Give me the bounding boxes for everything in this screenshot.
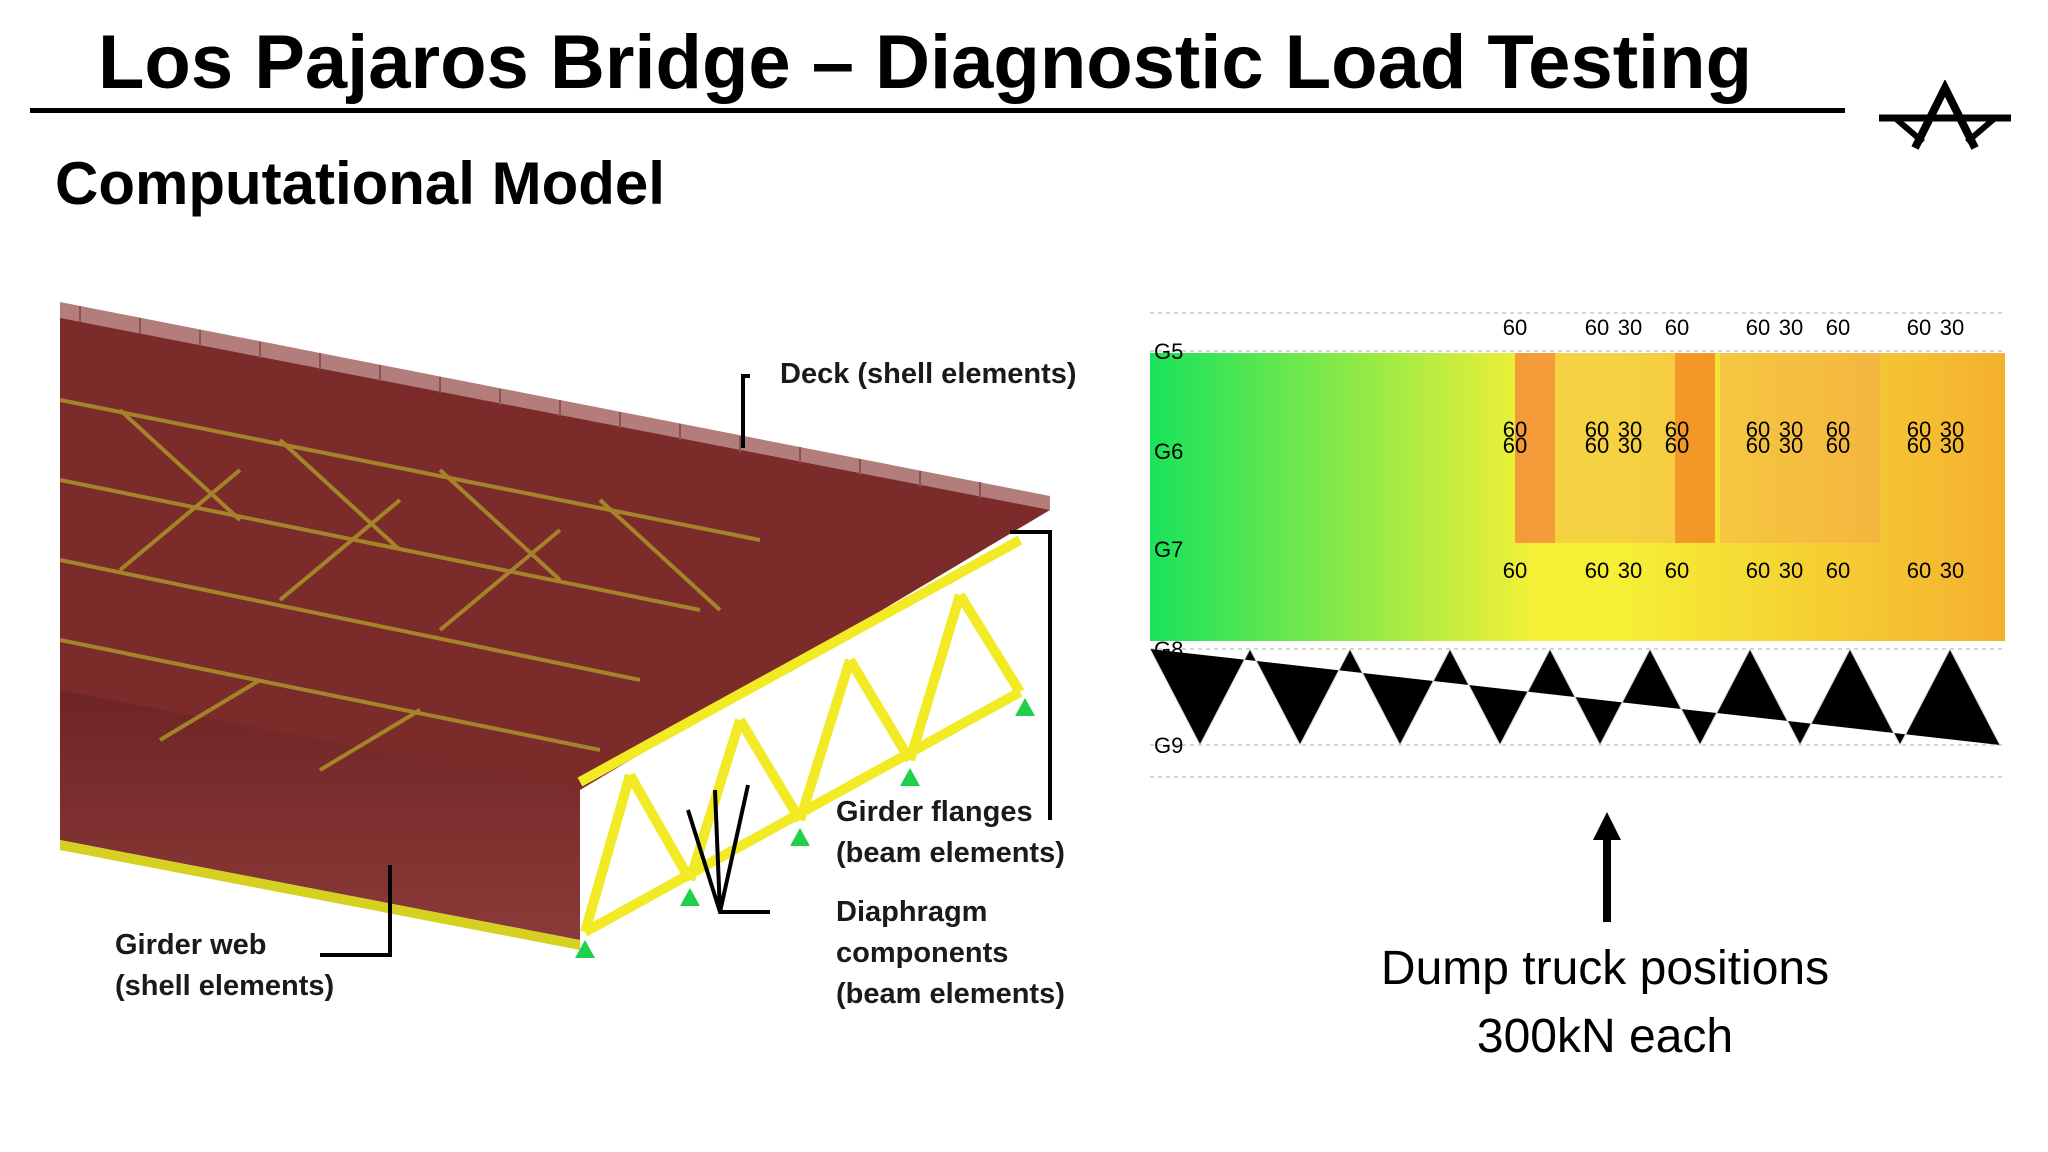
deck-shell [60, 310, 1050, 790]
diaphragm-callout: Diaphragm components (beam elements) [836, 896, 1065, 1010]
girder-label-g8: G8 [1154, 637, 1183, 662]
load-label: 60 [1665, 558, 1689, 583]
load-label: 60 [1665, 433, 1689, 458]
load-label: 30 [1940, 433, 1964, 458]
girder-label-g5: G5 [1154, 339, 1183, 364]
load-label: 60 [1503, 558, 1527, 583]
girder-label-g9: G9 [1154, 733, 1183, 758]
load-label: 60 [1503, 433, 1527, 458]
truck-positions-note: Dump truck positions 300kN each [1380, 942, 1830, 1063]
load-label: 30 [1779, 417, 1803, 442]
title-underline [30, 108, 1845, 113]
load-label: 60 [1665, 417, 1689, 442]
girder-flanges-callout: Girder flanges (beam elements) [836, 796, 1065, 869]
up-arrow-icon [1593, 812, 1621, 922]
load-label: 60 [1746, 558, 1770, 583]
load-label: 30 [1940, 315, 1964, 340]
load-label: 60 [1503, 315, 1527, 340]
callout-leaders [320, 374, 1052, 957]
internal-bracing [60, 398, 761, 772]
load-label: 30 [1779, 315, 1803, 340]
load-label: 60 [1907, 315, 1931, 340]
girder-web-callout: Girder web (shell elements) [115, 929, 335, 1002]
girder-flange [60, 840, 580, 950]
load-label: 30 [1618, 433, 1642, 458]
bridge-model-illustration [60, 302, 1052, 958]
load-label: 60 [1907, 417, 1931, 442]
girder-web-shell [60, 680, 580, 940]
load-label: 60 [1585, 558, 1609, 583]
load-label: 60 [1585, 433, 1609, 458]
deflection-field [1150, 353, 2005, 641]
load-label: 60 [1746, 315, 1770, 340]
girder-label-g6: G6 [1154, 439, 1183, 464]
load-label: 60 [1907, 433, 1931, 458]
load-label: 30 [1618, 315, 1642, 340]
deck-edge [60, 302, 1050, 510]
load-zones [1515, 353, 1880, 543]
load-label: 60 [1826, 433, 1850, 458]
section-heading: Computational Model [55, 150, 665, 217]
load-label: 60 [1907, 558, 1931, 583]
load-label: 60 [1585, 417, 1609, 442]
load-label: 30 [1940, 417, 1964, 442]
support-markers [575, 698, 1035, 958]
load-label: 60 [1665, 315, 1689, 340]
slide-title: Los Pajaros Bridge – Diagnostic Load Tes… [97, 20, 1752, 105]
load-label: 60 [1746, 433, 1770, 458]
load-label: 60 [1826, 315, 1850, 340]
load-label: 60 [1826, 558, 1850, 583]
load-hotspots [1515, 353, 1715, 543]
load-label: 30 [1779, 558, 1803, 583]
load-label: 60 [1503, 417, 1527, 442]
load-label: 30 [1779, 433, 1803, 458]
load-label: 30 [1618, 417, 1642, 442]
load-label: 30 [1618, 558, 1642, 583]
deck-callout: Deck (shell elements) [780, 358, 1077, 390]
bridge-logo-icon [1879, 80, 2011, 150]
load-label: 60 [1585, 315, 1609, 340]
deck-ribs [79, 306, 981, 498]
load-label: 30 [1940, 558, 1964, 583]
load-label: 60 [1746, 417, 1770, 442]
load-label: 60 [1826, 417, 1850, 442]
girder-label-g7: G7 [1154, 537, 1183, 562]
grid-diagonals [1150, 647, 2001, 747]
